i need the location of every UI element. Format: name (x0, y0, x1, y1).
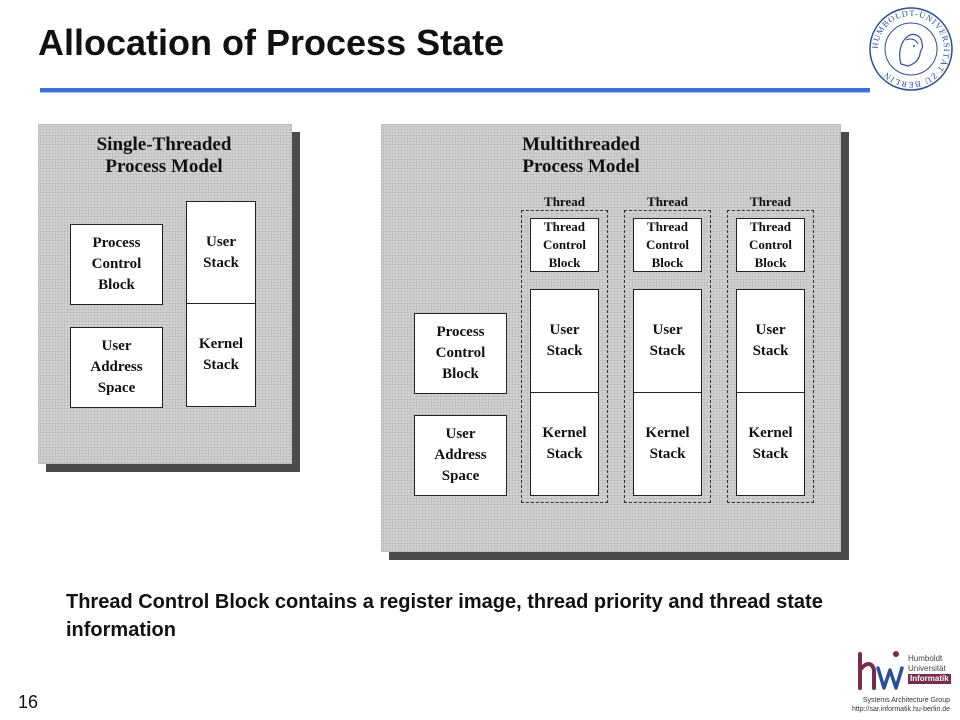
thread-3-container (727, 210, 814, 503)
informatik-logo: Humboldt Universität Informatik (856, 648, 952, 694)
single-heading-line1: Single-Threaded (96, 134, 232, 155)
thread-2-user-stack-label: User Stack (649, 322, 686, 359)
logo-line1: Humboldt (908, 654, 943, 663)
thread-1-tcb-label: Thread Control Block (542, 219, 587, 270)
multi-heading-line1: Multithreaded (522, 134, 640, 155)
single-kernel-stack-label: Kernel Stack (198, 336, 244, 373)
single-user-stack-label: User Stack (203, 233, 239, 271)
single-user-address-space: User Address Space (70, 327, 163, 408)
thread-2-container (624, 210, 711, 503)
single-threaded-heading: Single-Threaded Process Model (38, 134, 290, 178)
single-user-stack: User Stack (186, 201, 256, 304)
thread-1-label: Thread (544, 194, 585, 209)
thread-1-user-stack: User Stack (530, 289, 599, 393)
thread-1-container (521, 210, 608, 503)
single-pcb-label: Process Control Block (91, 235, 142, 293)
slide-title: Allocation of Process State (38, 22, 505, 63)
multi-pcb-label: Process Control Block (435, 324, 486, 382)
thread-2-kernel-stack: Kernel Stack (633, 392, 702, 496)
footer-line1: Systems Architecture Group (862, 697, 950, 704)
thread-2-label: Thread (647, 194, 688, 209)
multi-uas-label: User Address Space (434, 426, 487, 484)
slide-caption: Thread Control Block contains a register… (66, 591, 823, 641)
multi-process-control-block: Process Control Block (414, 313, 507, 394)
footer-line2: http://sar.informatik.hu-berlin.de (851, 706, 950, 713)
thread-2-tcb-label: Thread Control Block (645, 219, 690, 270)
logo-line2: Universität (908, 664, 946, 673)
footer-credit: Systems Architecture Group http://sar.in… (852, 696, 950, 714)
hu-informatik-logo-icon (858, 651, 904, 690)
page-number: 16 (18, 692, 39, 712)
single-kernel-stack: Kernel Stack (186, 303, 256, 407)
thread-1-control-block: Thread Control Block (530, 218, 599, 272)
title-underline (40, 88, 870, 92)
thread-3-control-block: Thread Control Block (736, 218, 805, 272)
thread-2-user-stack: User Stack (633, 289, 702, 393)
thread-1-user-stack-label: User Stack (546, 322, 583, 359)
multithreaded-heading: Multithreaded Process Model (381, 134, 781, 178)
thread-3-kernel-stack-label: Kernel Stack (748, 425, 793, 462)
thread-2-control-block: Thread Control Block (633, 218, 702, 272)
single-heading-line2: Process Model (105, 156, 223, 177)
thread-2-kernel-stack-label: Kernel Stack (645, 425, 690, 462)
thread-1-kernel-stack-label: Kernel Stack (542, 425, 587, 462)
single-uas-label: User Address Space (90, 338, 143, 396)
multi-user-address-space: User Address Space (414, 415, 507, 496)
thread-3-user-stack-label: User Stack (752, 322, 789, 359)
logo-line3: Informatik (908, 674, 951, 684)
university-seal-icon: HUMBOLDT-UNIVERSITÄT ZU BERLIN (869, 7, 953, 91)
thread-3-kernel-stack: Kernel Stack (736, 392, 805, 496)
multi-heading-line2: Process Model (522, 156, 640, 177)
thread-1-kernel-stack: Kernel Stack (530, 392, 599, 496)
single-process-control-block: Process Control Block (70, 224, 163, 305)
thread-3-label: Thread (750, 194, 791, 209)
thread-3-tcb-label: Thread Control Block (748, 219, 793, 270)
thread-3-user-stack: User Stack (736, 289, 805, 393)
